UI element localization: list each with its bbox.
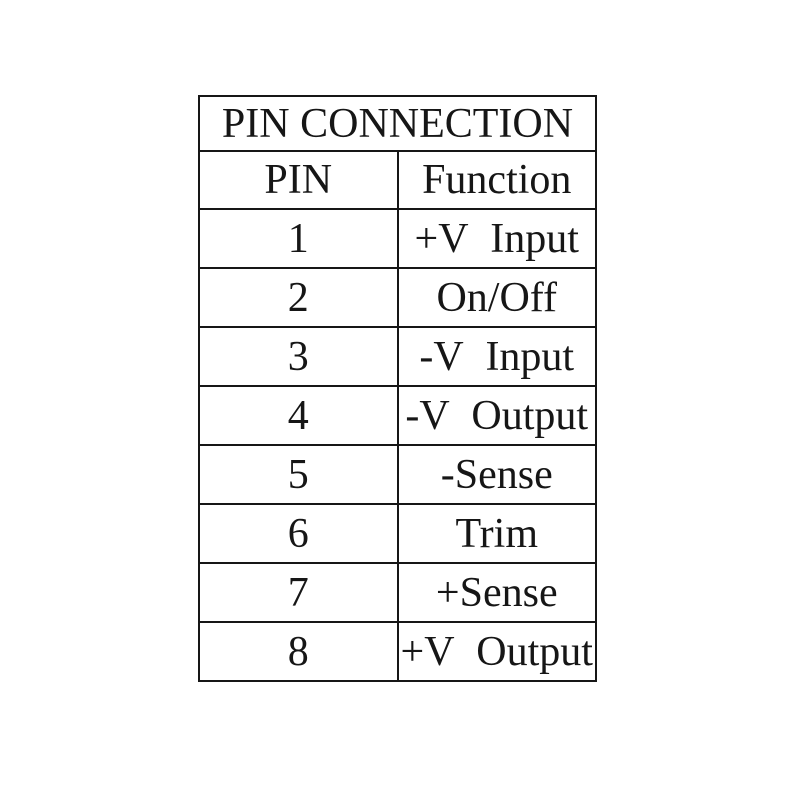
table-header-row: PIN Function	[198, 150, 597, 210]
table-head: PIN CONNECTION PIN Function	[198, 95, 597, 210]
table-row: 5-Sense	[198, 444, 597, 505]
pin-function-cell: Trim	[396, 503, 597, 564]
column-header-function: Function	[396, 150, 597, 210]
pin-number-cell: 2	[198, 267, 399, 328]
table-row: 7+Sense	[198, 562, 597, 623]
pin-function-cell: -V Output	[396, 385, 597, 446]
table-row: 8+V Output	[198, 621, 597, 682]
pin-function-cell: +V Output	[396, 621, 597, 682]
table-row: 1+V Input	[198, 208, 597, 269]
pin-function-cell: On/Off	[396, 267, 597, 328]
pin-number-cell: 3	[198, 326, 399, 387]
pin-number-cell: 8	[198, 621, 399, 682]
pin-function-cell: +V Input	[396, 208, 597, 269]
pin-number-cell: 5	[198, 444, 399, 505]
table-row: 3-V Input	[198, 326, 597, 387]
pin-number-cell: 6	[198, 503, 399, 564]
table-title: PIN CONNECTION	[198, 95, 597, 152]
pin-function-cell: -Sense	[396, 444, 597, 505]
pin-function-cell: +Sense	[396, 562, 597, 623]
pin-number-cell: 7	[198, 562, 399, 623]
table-title-row: PIN CONNECTION	[198, 95, 597, 152]
pin-number-cell: 4	[198, 385, 399, 446]
pin-function-cell: -V Input	[396, 326, 597, 387]
column-header-pin: PIN	[198, 150, 399, 210]
pin-number-cell: 1	[198, 208, 399, 269]
table-row: 4-V Output	[198, 385, 597, 446]
